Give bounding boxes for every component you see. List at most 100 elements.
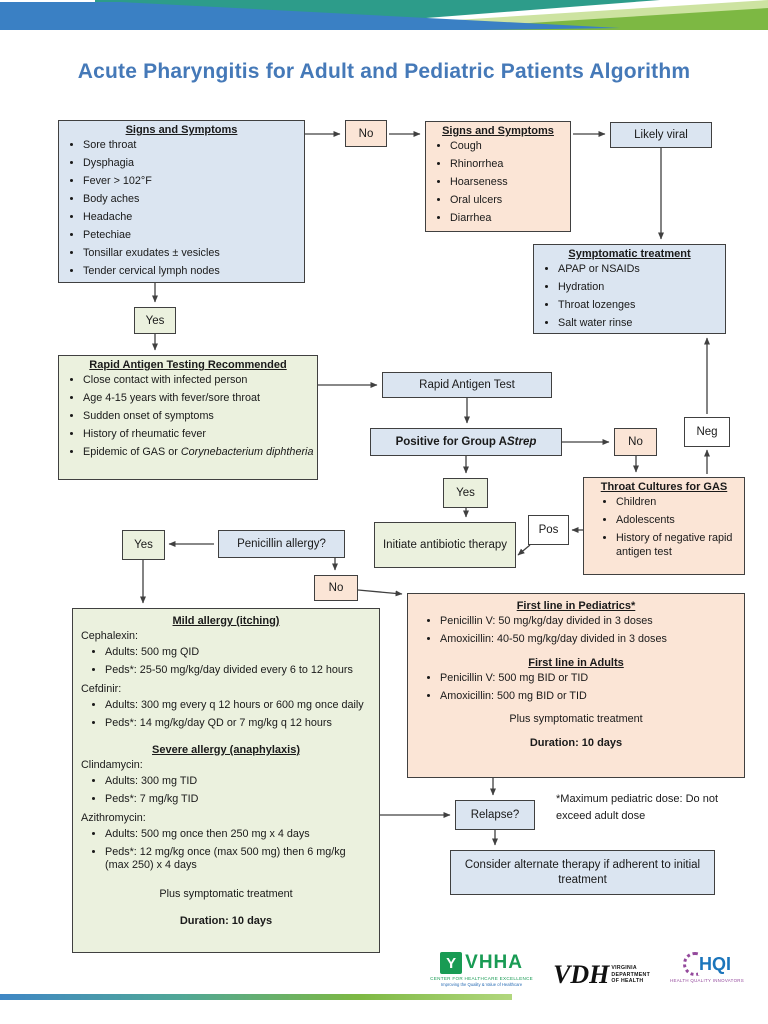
azithromycin-list: Adults: 500 mg once then 250 mg x 4 days…: [81, 828, 371, 873]
page-title: Acute Pharyngitis for Adult and Pediatri…: [77, 60, 691, 83]
list-item: Hoarseness: [450, 176, 570, 190]
relapse-box: Relapse?: [455, 800, 535, 830]
drug-heading-azithromycin: Azithromycin:: [81, 811, 146, 824]
first-line-adults-title: First line in Adults: [528, 656, 624, 669]
pediatric-dose-note: *Maximum pediatric dose: Do not exceed a…: [556, 793, 719, 822]
plus-symptomatic-text: Plus symptomatic treatment: [509, 713, 643, 726]
list-item: Tender cervical lymph nodes: [83, 265, 304, 279]
clindamycin-list: Adults: 300 mg TID Peds*: 7 mg/kg TID: [81, 775, 371, 807]
first-line-treatment-box: First line in Pediatrics* Penicillin V: …: [407, 593, 745, 778]
vhha-tagline: CENTER FOR HEALTHCARE EXCELLENCE: [430, 976, 534, 981]
list-item: Close contact with infected person: [83, 374, 317, 388]
first-line-pediatrics-title: First line in Pediatrics*: [516, 600, 636, 612]
symptomatic-treatment-list: APAP or NSAIDs Hydration Throat lozenges…: [534, 263, 725, 331]
duration-text: Duration: 10 days: [179, 914, 273, 927]
pos-result-box: Pos: [528, 515, 569, 545]
list-item: Oral ulcers: [450, 194, 570, 208]
list-item: Dysphagia: [83, 157, 304, 171]
rapid-antigen-testing-title: Rapid Antigen Testing Recommended: [89, 359, 287, 371]
vdh-department-text: VIRGINIA DEPARTMENT OF HEALTH: [611, 965, 650, 985]
no-decision-right: No: [614, 428, 657, 456]
list-item: Adults: 300 mg TID: [105, 775, 371, 789]
list-item: Adults: 500 mg QID: [105, 646, 371, 660]
epidemic-text: Epidemic of GAS or: [83, 445, 181, 458]
list-item: Age 4-15 years with fever/sore throat: [83, 392, 317, 406]
throat-cultures-gas-box: Throat Cultures for GAS Children Adolesc…: [583, 477, 745, 575]
vhha-logo-row: Y VHHA: [440, 952, 523, 974]
cefdinir-list: Adults: 300 mg every q 12 hours or 600 m…: [81, 699, 371, 731]
list-item: Throat lozenges: [558, 299, 725, 313]
vdh-logo-text: VDH: [553, 960, 610, 989]
list-item: Petechiae: [83, 229, 304, 243]
list-item: Peds*: 7 mg/kg TID: [105, 793, 371, 807]
hqi-tagline: HEALTH QUALITY INNOVATORS: [670, 978, 744, 983]
header-wave-banner: [0, 0, 768, 30]
hqi-logo-row: HQI: [683, 952, 732, 976]
neg-result-box: Neg: [684, 417, 730, 447]
vhha-subtagline: Improving the Quality & Value of Healthc…: [441, 982, 523, 987]
vdh-dept-line: DEPARTMENT: [611, 971, 651, 978]
vdh-dept-line: OF HEALTH: [611, 978, 644, 985]
drug-heading-cefdinir: Cefdinir:: [81, 683, 122, 695]
list-item: Epidemic of GAS or Corynebacterium dipht…: [83, 446, 317, 460]
allergy-treatment-box: Mild allergy (itching) Cephalexin: Adult…: [72, 608, 380, 953]
list-item: History of negative rapid antigen test: [616, 532, 744, 559]
list-item: Salt water rinse: [558, 317, 725, 331]
positive-group-a-strep-box: Positive for Group A Strep: [370, 428, 562, 456]
adults-list: Penicillin V: 500 mg BID or TID Amoxicil…: [416, 672, 736, 704]
no-decision-top: No: [345, 120, 387, 147]
symptomatic-treatment-box: Symptomatic treatment APAP or NSAIDs Hyd…: [533, 244, 726, 334]
drug-heading-clindamycin: Clindamycin:: [81, 758, 143, 771]
rapid-antigen-test-box: Rapid Antigen Test: [382, 372, 552, 398]
list-item: Diarrhea: [450, 212, 570, 226]
list-item: Penicillin V: 500 mg BID or TID: [440, 672, 736, 686]
list-item: Fever > 102°F: [83, 175, 304, 189]
symptomatic-treatment-title: Symptomatic treatment: [568, 248, 691, 260]
initiate-antibiotic-therapy-box: Initiate antibiotic therapy: [374, 522, 516, 568]
signs-symptoms-strep-box: Signs and Symptoms Sore throat Dysphagia…: [58, 120, 305, 283]
vhha-logo-text: VHHA: [465, 952, 523, 973]
rapid-antigen-testing-recommended-box: Rapid Antigen Testing Recommended Close …: [58, 355, 318, 480]
vdh-logo: VDH VIRGINIA DEPARTMENT OF HEALTH: [553, 960, 650, 990]
yes-decision-1: Yes: [134, 307, 176, 334]
list-item: Headache: [83, 211, 304, 225]
vhha-logo: Y VHHA CENTER FOR HEALTHCARE EXCELLENCE …: [430, 952, 533, 987]
plus-symptomatic-text: Plus symptomatic treatment: [159, 887, 293, 900]
signs-symptoms-viral-box: Signs and Symptoms Cough Rhinorrhea Hoar…: [425, 121, 571, 232]
drug-heading-cephalexin: Cephalexin:: [81, 630, 139, 642]
epidemic-italic-text: Corynebacterium diphtheria: [180, 445, 314, 458]
likely-viral-box: Likely viral: [610, 122, 712, 148]
throat-cultures-title: Throat Cultures for GAS: [600, 481, 728, 493]
list-item: Sudden onset of symptoms: [83, 410, 317, 424]
list-item: Amoxicillin: 500 mg BID or TID: [440, 690, 736, 704]
severe-allergy-title: Severe allergy (anaphylaxis): [152, 743, 300, 756]
duration-text: Duration: 10 days: [529, 737, 623, 750]
hqi-logo-text: HQI: [698, 953, 732, 975]
cephalexin-list: Adults: 500 mg QID Peds*: 25-50 mg/kg/da…: [81, 646, 371, 678]
yes-decision-3: Yes: [122, 530, 165, 560]
list-item: Body aches: [83, 193, 304, 207]
footer-logos: Y VHHA CENTER FOR HEALTHCARE EXCELLENCE …: [430, 952, 744, 990]
vdh-dept-line: VIRGINIA: [611, 965, 637, 972]
list-item: Cough: [450, 140, 570, 154]
strep-italic-text: Strep: [506, 435, 537, 448]
list-item: Tonsillar exudates ± vesicles: [83, 247, 304, 261]
list-item: APAP or NSAIDs: [558, 263, 725, 277]
consider-alternate-therapy-box: Consider alternate therapy if adherent t…: [450, 850, 715, 895]
list-item: Peds*: 12 mg/kg once (max 500 mg) then 6…: [105, 846, 371, 873]
signs-symptoms-viral-list: Cough Rhinorrhea Hoarseness Oral ulcers …: [426, 140, 570, 226]
positive-text: Positive for Group A: [395, 435, 507, 448]
penicillin-allergy-box: Penicillin allergy?: [218, 530, 345, 558]
throat-cultures-list: Children Adolescents History of negative…: [584, 496, 744, 559]
list-item: Peds*: 14 mg/kg/day QD or 7 mg/kg q 12 h…: [105, 717, 371, 731]
list-item: Adults: 500 mg once then 250 mg x 4 days: [105, 828, 371, 842]
list-item: Sore throat: [83, 139, 304, 153]
list-item: Hydration: [558, 281, 725, 295]
list-item: Children: [616, 496, 744, 510]
no-decision-bottom: No: [314, 575, 358, 601]
footer-gradient-bar: [0, 994, 512, 1000]
yes-decision-2: Yes: [443, 478, 488, 508]
pediatrics-list: Penicillin V: 50 mg/kg/day divided in 3 …: [416, 615, 736, 647]
list-item: Adolescents: [616, 514, 744, 528]
